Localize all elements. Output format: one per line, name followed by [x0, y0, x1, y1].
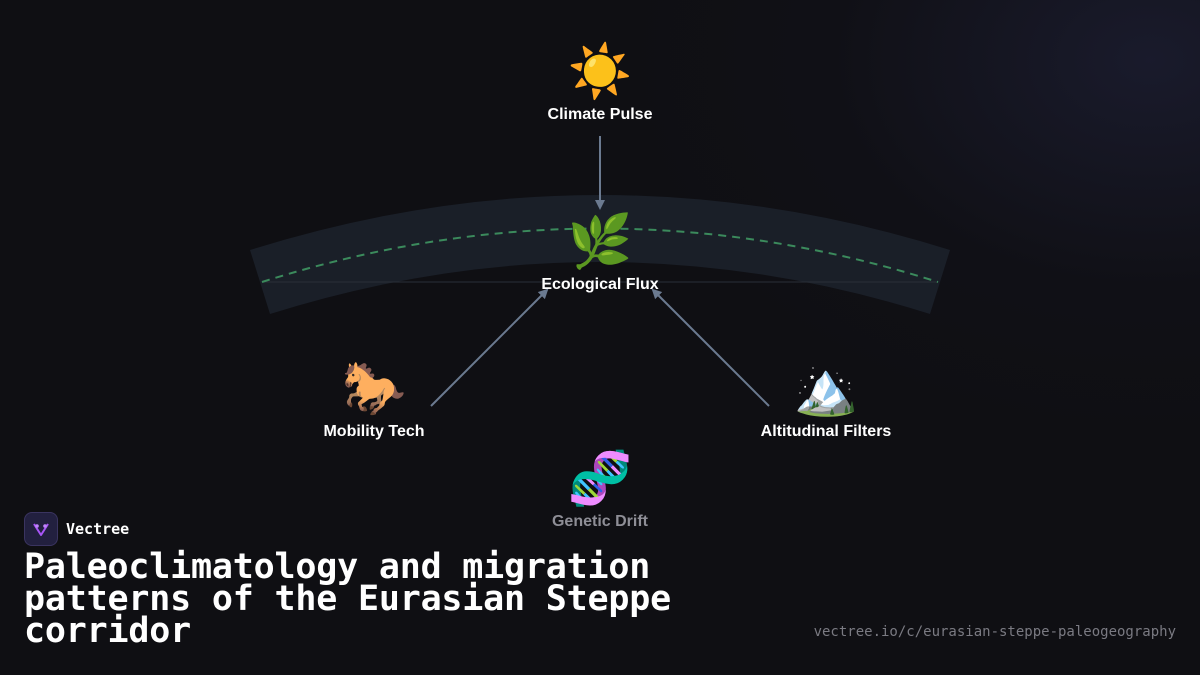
sun-icon: ☀️ — [567, 43, 633, 101]
dna-icon: 🧬 — [567, 450, 633, 508]
edge-mobility-to-ecology — [430, 288, 549, 407]
node-altitudinal-filters: 🏔️ Altitudinal Filters — [716, 359, 936, 441]
node-mobility-tech: 🐎 Mobility Tech — [264, 359, 484, 441]
brand[interactable]: Vectree — [24, 512, 129, 546]
node-label: Mobility Tech — [323, 423, 425, 440]
migration-dashed-path — [261, 227, 939, 283]
mountain-icon: 🏔️ — [793, 360, 859, 418]
node-ecological-flux: 🌿 Ecological Flux — [490, 212, 710, 294]
brand-name: Vectree — [66, 520, 130, 538]
node-label: Climate Pulse — [547, 106, 653, 123]
page-title: Paleoclimatology and migration patterns … — [24, 547, 672, 651]
node-genetic-drift: 🧬 Genetic Drift — [490, 449, 710, 531]
edge-altitude-to-ecology — [651, 288, 770, 407]
steppe-band — [250, 195, 950, 314]
node-label: Genetic Drift — [551, 513, 648, 530]
source-url[interactable]: vectree.io/c/eurasian-steppe-paleogeogra… — [813, 624, 1176, 640]
node-climate-pulse: ☀️ Climate Pulse — [490, 42, 710, 124]
horse-icon: 🐎 — [341, 360, 407, 418]
node-label: Ecological Flux — [541, 276, 659, 293]
herb-icon: 🌿 — [567, 213, 633, 271]
vectree-logo-icon — [24, 512, 58, 546]
node-label: Altitudinal Filters — [760, 423, 892, 440]
